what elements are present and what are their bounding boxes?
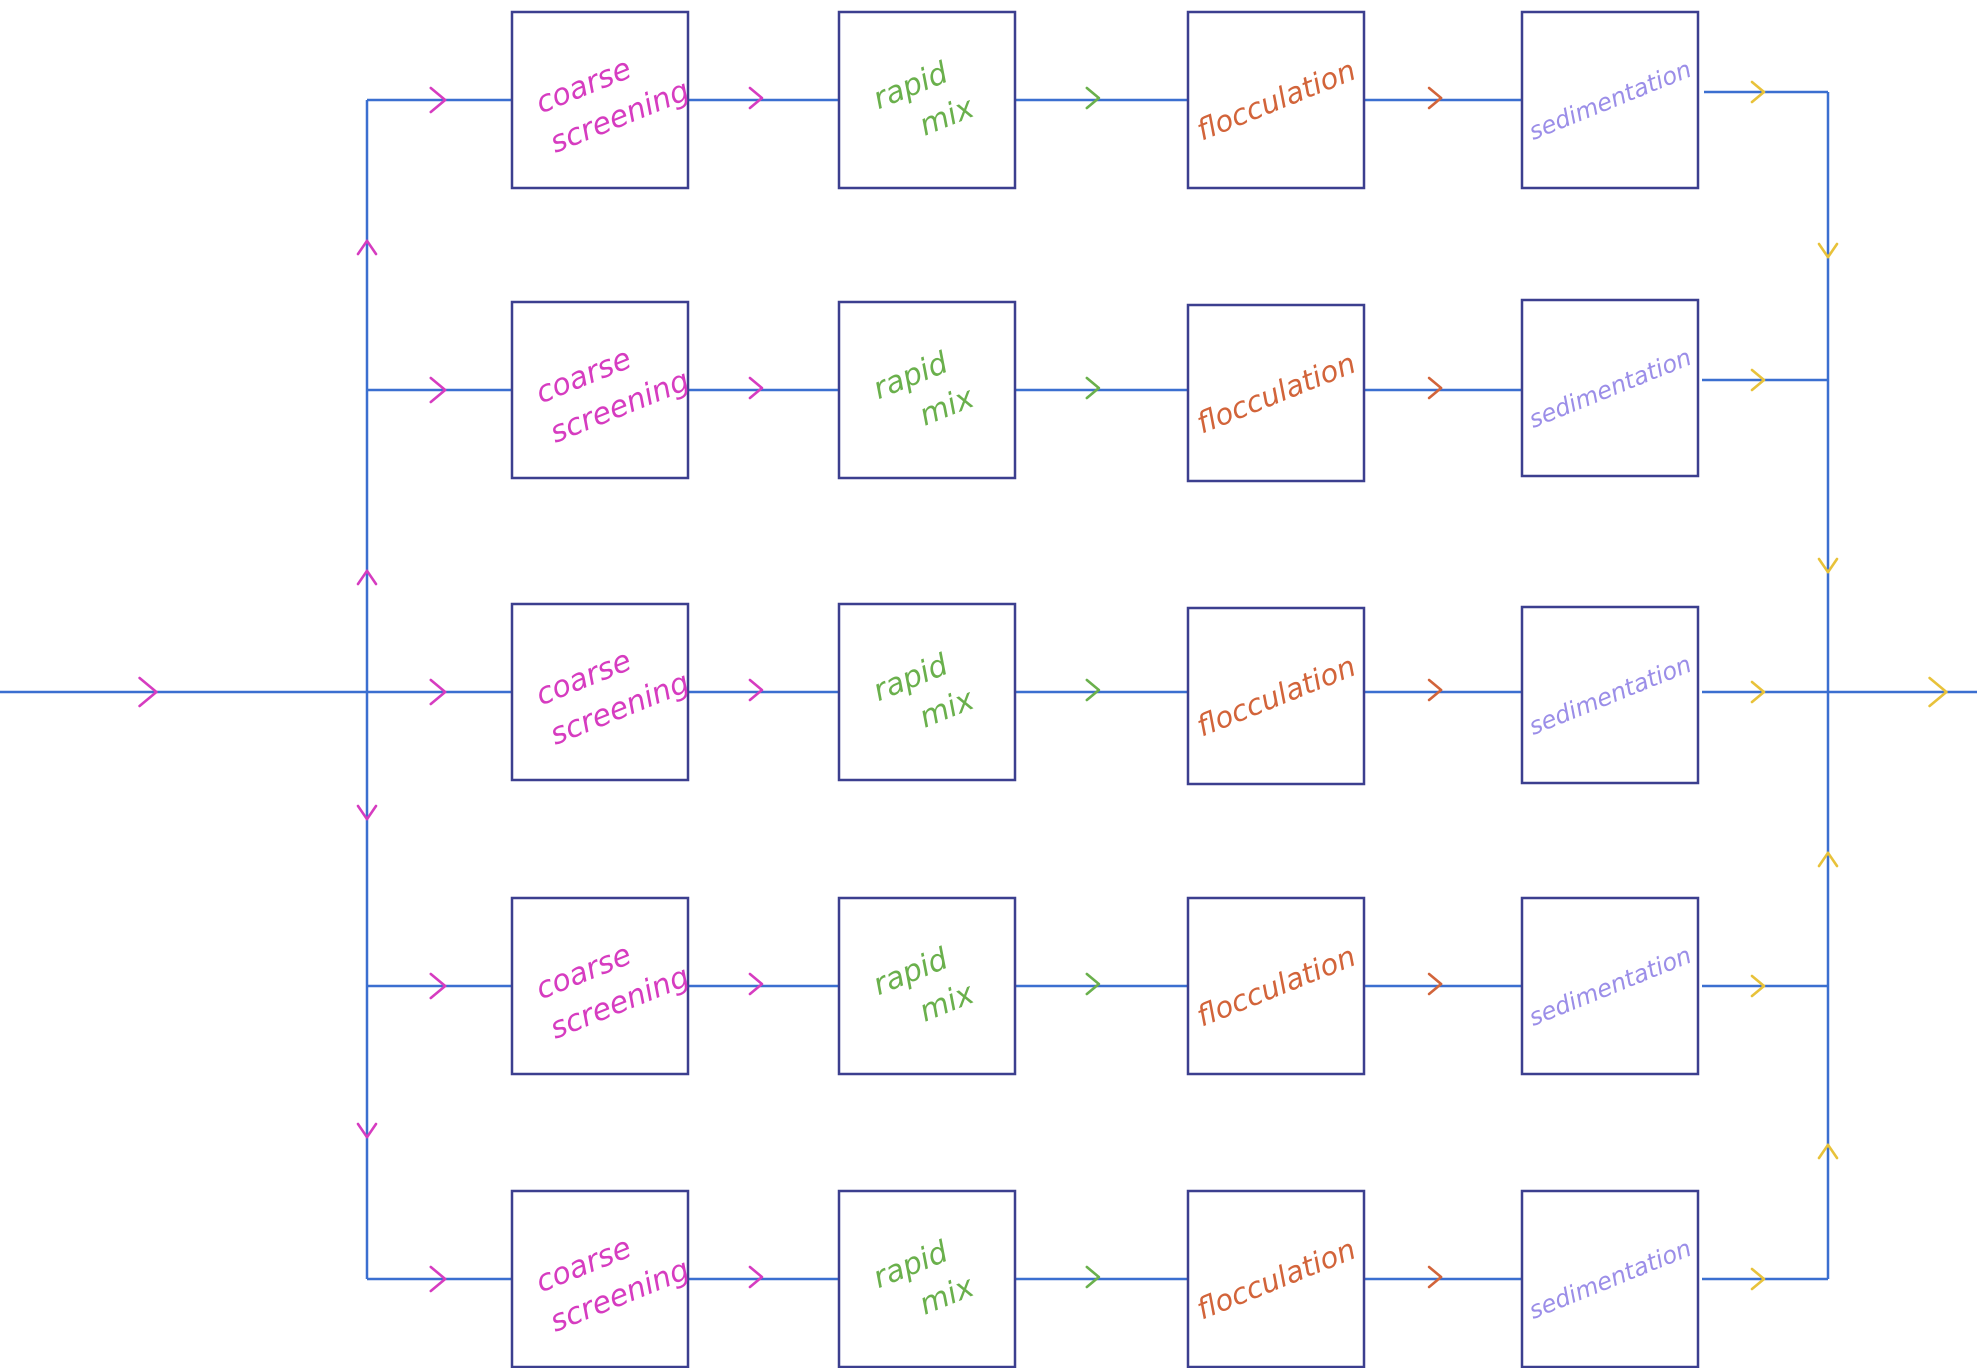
flow-arrow	[748, 376, 764, 400]
floc-box	[1186, 1189, 1366, 1368]
flow-arrow	[748, 678, 764, 702]
sed-box	[1520, 1189, 1700, 1368]
header-up-arrow	[356, 569, 378, 586]
flow-arrow	[748, 1265, 764, 1289]
flow-arrow	[1085, 1265, 1101, 1289]
flow-arrow	[1427, 1265, 1443, 1289]
header-up-arrow	[1817, 1143, 1839, 1160]
sed-box	[1520, 298, 1700, 478]
rapid-box	[837, 602, 1017, 782]
inlet-arrow	[138, 676, 158, 708]
flow-arrow	[1085, 86, 1101, 110]
flow-arrow	[1085, 972, 1101, 996]
flow-arrow	[748, 86, 764, 110]
rapid-box	[837, 896, 1017, 1076]
coarse-box	[510, 896, 690, 1076]
flow-arrow	[1427, 86, 1443, 110]
flow-arrow	[1085, 376, 1101, 400]
arrows-layer	[138, 80, 1948, 1293]
flow-arrow	[429, 86, 447, 114]
floc-box	[1186, 896, 1366, 1076]
flow-arrow	[1085, 678, 1101, 702]
flow-arrow	[1750, 368, 1766, 392]
coarse-box	[510, 300, 690, 480]
flow-arrow	[1750, 1267, 1766, 1291]
rapid-box	[837, 10, 1017, 190]
flow-arrow	[748, 972, 764, 996]
flow-arrow	[429, 972, 447, 1000]
flow-arrow	[1427, 972, 1443, 996]
header-up-arrow	[1817, 851, 1839, 868]
flow-arrow	[1427, 376, 1443, 400]
flow-arrow	[429, 376, 447, 404]
flow-arrow	[1750, 974, 1766, 998]
header-down-arrow	[356, 1122, 378, 1139]
flow-arrow	[1750, 680, 1766, 704]
floc-box	[1186, 10, 1366, 190]
rapid-box	[837, 1189, 1017, 1368]
flow-arrow	[429, 1265, 447, 1293]
floc-box	[1186, 606, 1366, 786]
coarse-box	[510, 602, 690, 782]
sed-box	[1520, 10, 1700, 190]
header-down-arrow	[1817, 557, 1839, 574]
floc-box	[1186, 303, 1366, 483]
header-down-arrow	[356, 804, 378, 821]
header-down-arrow	[1817, 242, 1839, 259]
header-up-arrow	[356, 239, 378, 256]
sed-box	[1520, 896, 1700, 1076]
coarse-box	[510, 1189, 690, 1368]
coarse-box	[510, 10, 690, 190]
outlet-arrow	[1928, 676, 1948, 708]
flow-arrow	[1750, 80, 1766, 104]
rapid-box	[837, 300, 1017, 480]
flow-arrow	[429, 678, 447, 706]
flow-arrow	[1427, 678, 1443, 702]
sed-box	[1520, 605, 1700, 785]
